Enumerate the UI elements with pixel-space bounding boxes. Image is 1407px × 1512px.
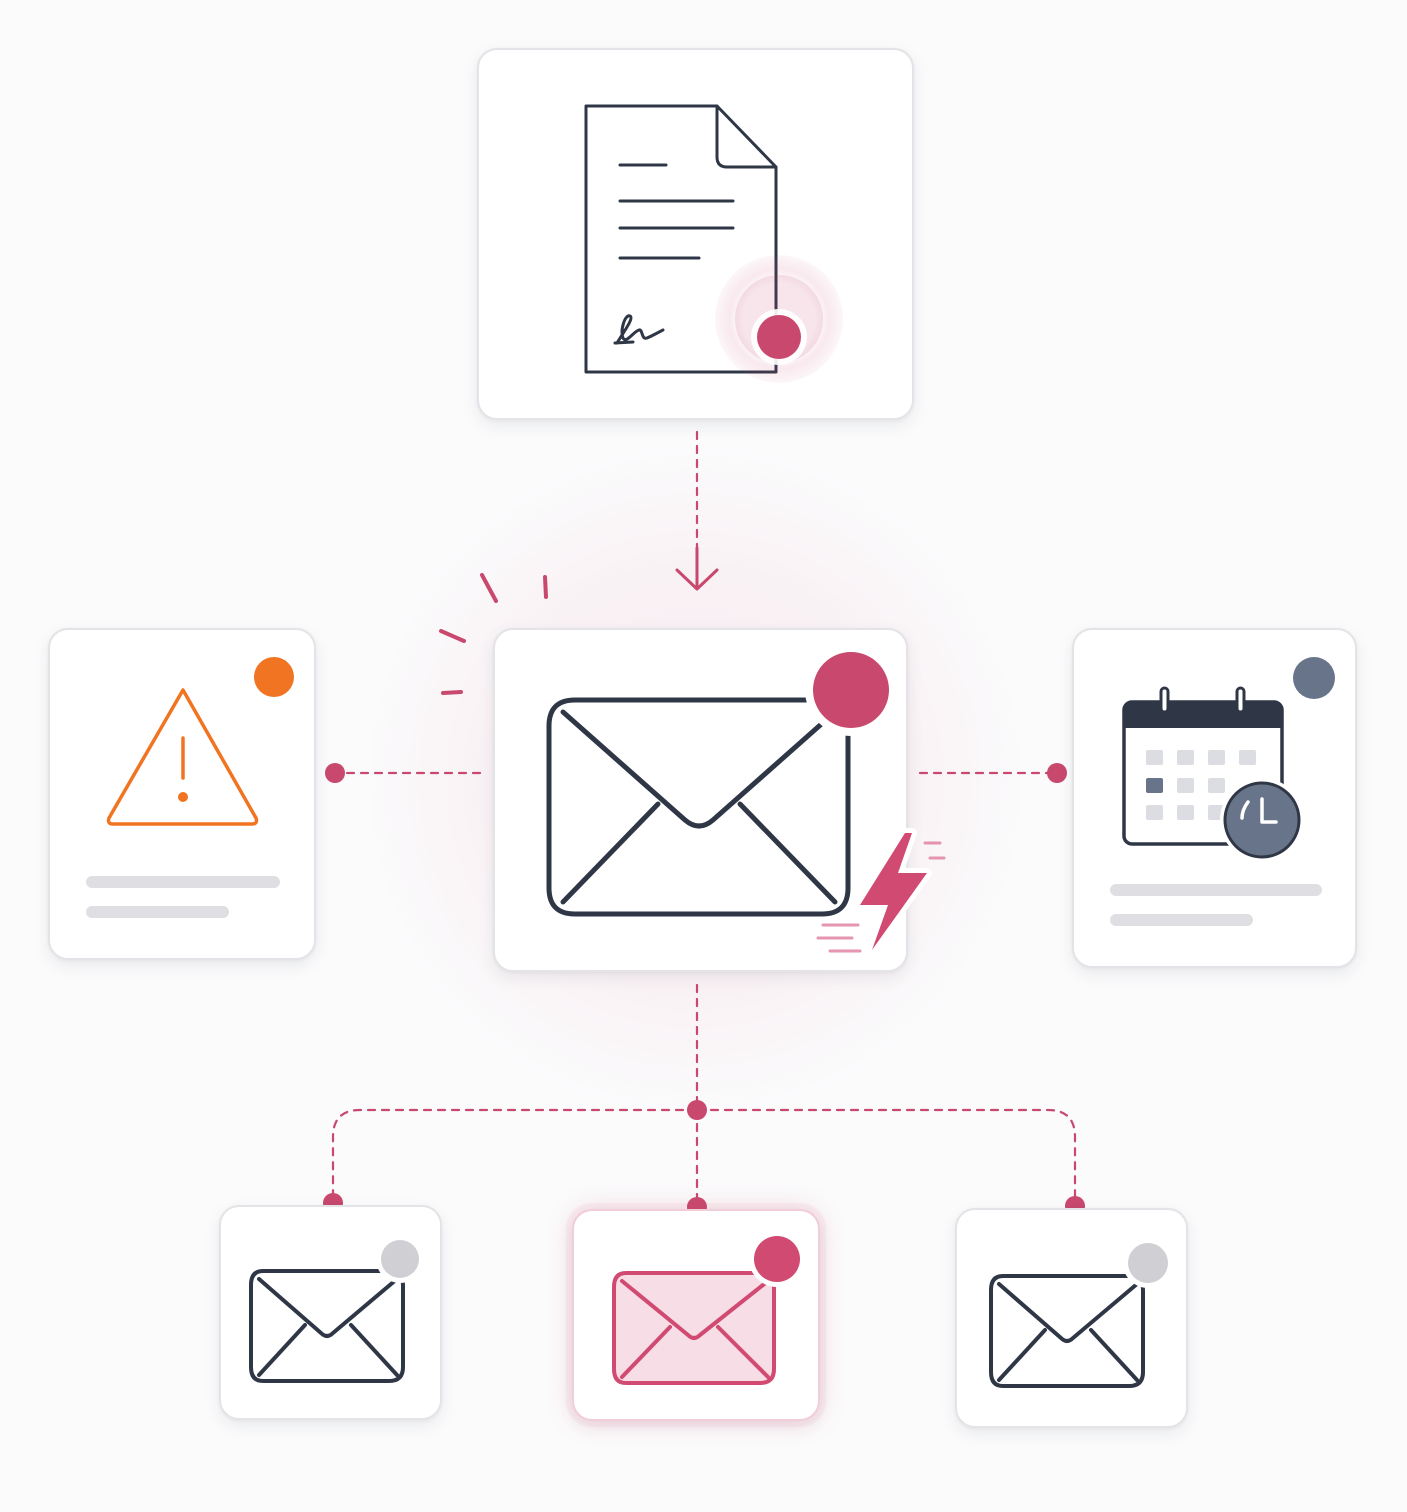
main-email-card[interactable] bbox=[493, 628, 908, 972]
alert-text-line-1 bbox=[86, 876, 280, 888]
connector-branch-left bbox=[331, 1108, 699, 1205]
warning-triangle-icon bbox=[106, 688, 259, 826]
envelope-icon bbox=[989, 1274, 1145, 1388]
schedule-status-badge bbox=[1293, 657, 1335, 699]
envelope-icon bbox=[612, 1271, 776, 1385]
envelope-icon bbox=[249, 1269, 405, 1383]
connector-branch-right bbox=[695, 1108, 1077, 1208]
alert-status-badge bbox=[254, 657, 294, 697]
document-card[interactable] bbox=[477, 48, 914, 420]
alert-card[interactable] bbox=[48, 628, 316, 960]
node-dot-junction bbox=[687, 1100, 707, 1120]
node-dot-schedule bbox=[1047, 763, 1067, 783]
email-center-status-badge bbox=[754, 1236, 800, 1282]
email-left-card[interactable] bbox=[219, 1205, 442, 1420]
schedule-text-line-2 bbox=[1110, 914, 1253, 926]
main-email-status-badge bbox=[813, 652, 889, 728]
email-left-status-badge bbox=[381, 1240, 419, 1278]
document-status-badge bbox=[757, 315, 801, 359]
arrow-head bbox=[675, 546, 719, 591]
node-dot-alert bbox=[325, 763, 345, 783]
email-right-card[interactable] bbox=[955, 1208, 1188, 1428]
schedule-text-line-1 bbox=[1110, 884, 1322, 896]
envelope-icon bbox=[546, 697, 851, 917]
email-right-status-badge bbox=[1128, 1243, 1168, 1283]
calendar-clock-icon bbox=[1122, 686, 1304, 862]
email-center-card[interactable] bbox=[572, 1209, 820, 1421]
signed-document-icon bbox=[584, 104, 778, 374]
alert-text-line-2 bbox=[86, 906, 229, 918]
schedule-card[interactable] bbox=[1072, 628, 1357, 968]
